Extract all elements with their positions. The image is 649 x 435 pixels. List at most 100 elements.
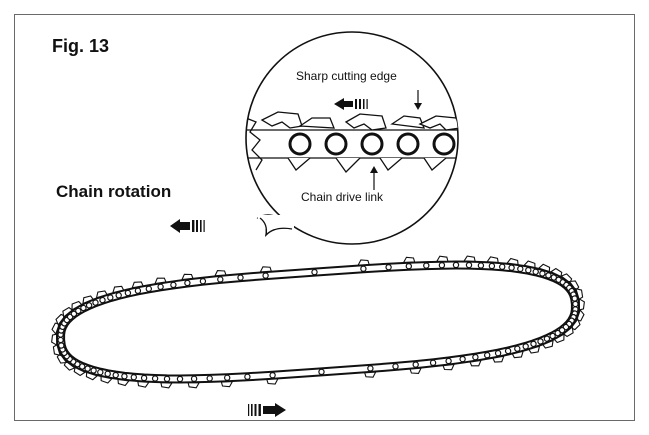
cutter-tooth [511, 350, 524, 359]
chain-rivet [206, 375, 213, 382]
chain-rivet [104, 370, 111, 377]
magnifier-callout [245, 31, 459, 245]
chain-link [107, 294, 114, 301]
cutter-tooth [560, 273, 573, 284]
chain-link [131, 281, 144, 294]
chain-rivet [367, 365, 374, 372]
chain-link [423, 262, 430, 269]
chain-link [95, 290, 108, 304]
cutter-tooth [51, 322, 61, 336]
chain-rivet [97, 369, 104, 376]
cutter-tooth [112, 285, 125, 294]
cutter-tooth [528, 345, 541, 354]
chain-rivet [124, 289, 132, 297]
chain-rivet [525, 267, 532, 274]
chain-rivet [107, 294, 114, 301]
chain-rivet [572, 300, 579, 308]
cutter-tooth [523, 260, 536, 269]
chain-rivet [112, 371, 119, 379]
chain-rivet [85, 302, 93, 309]
chain-rivet [90, 367, 97, 374]
chain-link [357, 259, 370, 272]
arrow-left-icon [170, 219, 205, 233]
chain-rivet [392, 363, 399, 370]
cutter-tooth [220, 381, 234, 388]
cutter-tooth [62, 306, 74, 318]
chain-link [187, 375, 201, 389]
chain-link [492, 350, 505, 363]
cutter-tooth [549, 267, 563, 278]
chain-rivet [217, 276, 224, 283]
chain-link [311, 268, 318, 276]
cutter-tooth [100, 375, 113, 384]
chain-link [523, 260, 536, 274]
chain-link [160, 375, 173, 389]
chain-link [100, 370, 113, 384]
chain-rivet [477, 262, 485, 269]
chain-rivet [75, 307, 82, 315]
chain-link [199, 278, 207, 285]
chain-rivet [514, 345, 521, 352]
chain-link [537, 263, 551, 277]
cutter-tooth [52, 343, 61, 357]
cutter-tooth [154, 277, 167, 285]
chain-link [51, 333, 64, 347]
chain-rivet [157, 283, 164, 290]
cutter-tooth [137, 380, 150, 388]
chain-link [562, 323, 574, 338]
chain-rivet [465, 261, 473, 269]
chain-link [402, 256, 416, 270]
chain-link [318, 368, 325, 376]
chain-rivet [549, 332, 556, 340]
chain-rivet [311, 268, 318, 276]
chain-rivet [423, 262, 430, 269]
cutter-tooth [570, 318, 581, 331]
chain-link [85, 367, 99, 381]
chain-rivet [121, 373, 128, 380]
cutter-tooth [562, 326, 574, 338]
cutter-tooth [51, 333, 58, 347]
chain-link [571, 295, 578, 302]
cutter-tooth [85, 371, 99, 381]
chain-rivet [522, 343, 529, 350]
chain-rivet [508, 264, 515, 271]
chain-rivet [199, 278, 207, 285]
chain-rivet [184, 279, 191, 287]
chain-link [220, 374, 234, 388]
chain-rivet [360, 265, 367, 272]
chain-link [499, 263, 506, 270]
chain-link [435, 255, 449, 269]
chain-link [522, 343, 529, 350]
chain-rivet [532, 268, 539, 275]
cutter-tooth [363, 371, 377, 378]
chain-link [237, 274, 244, 281]
chain-rivet [484, 352, 491, 359]
chain-link [214, 270, 227, 283]
cutter-tooth [492, 355, 505, 363]
chain-link [409, 361, 422, 374]
chain-rivet [190, 375, 198, 382]
chain-link [58, 342, 65, 349]
chain-rivet [385, 264, 392, 271]
chain-link [549, 332, 556, 340]
chain-link [112, 371, 119, 379]
chain-rivet [130, 374, 138, 381]
chain-rivet [571, 295, 578, 302]
cutter-tooth [131, 281, 144, 289]
chain-link [429, 359, 437, 366]
chain-link [71, 300, 83, 315]
chain-link [542, 335, 554, 349]
cutter-tooth [409, 367, 422, 374]
cutter-tooth [442, 363, 455, 371]
chain-rivet [429, 359, 437, 366]
chain-rivet [488, 262, 496, 270]
chain-rivet [223, 374, 231, 381]
chain-rivet [58, 342, 65, 349]
chain-link [92, 299, 99, 306]
chain-rivet [244, 373, 251, 380]
chain-rivet [517, 265, 524, 273]
cutter-tooth [56, 352, 68, 364]
cutter-tooth [578, 297, 585, 311]
chain-link [176, 375, 184, 383]
